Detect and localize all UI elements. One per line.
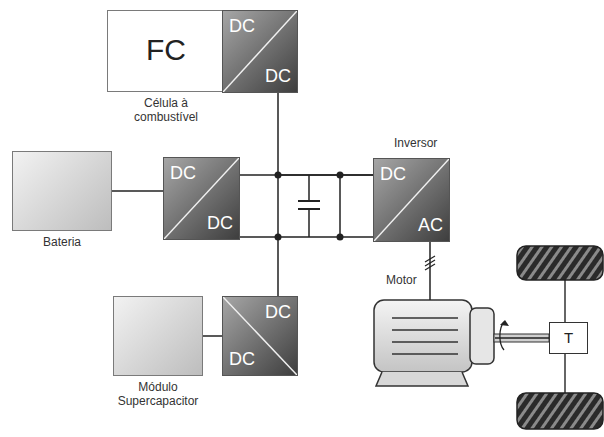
connector-wire bbox=[278, 93, 373, 175]
port-label: DC bbox=[265, 66, 291, 87]
transmission-box: T bbox=[549, 322, 588, 354]
axle bbox=[564, 354, 566, 393]
connector-wire bbox=[203, 335, 222, 337]
port-label: DC bbox=[265, 302, 291, 323]
converter-diagonal bbox=[374, 159, 449, 241]
capacitor-symbol bbox=[298, 200, 320, 202]
motor-endbell bbox=[470, 308, 494, 364]
connector-wire bbox=[495, 338, 549, 339]
wheel bbox=[517, 246, 603, 280]
connector-wire bbox=[495, 337, 549, 339]
converter-diagonal bbox=[223, 297, 297, 375]
motor-body bbox=[374, 300, 472, 372]
box-title: T bbox=[550, 329, 587, 346]
connector-wire bbox=[112, 190, 163, 192]
bus-wire bbox=[339, 175, 341, 237]
motor-figure: Motor bbox=[374, 300, 495, 386]
connector-wire bbox=[278, 237, 373, 296]
bus-wire bbox=[240, 236, 278, 238]
box-caption: Inversor bbox=[394, 137, 437, 151]
wheel bbox=[517, 393, 603, 429]
inverter-box: InversorDCAC bbox=[373, 158, 450, 242]
motor-label: Motor bbox=[386, 274, 417, 288]
connector-wire bbox=[278, 237, 373, 296]
connector-wire bbox=[429, 242, 431, 300]
connector-wire bbox=[240, 175, 373, 176]
fuel-cell-box: FCCélula à combustível bbox=[107, 10, 225, 92]
connector-wire bbox=[240, 174, 373, 176]
supercapacitor-box: Módulo Supercapacitor bbox=[113, 296, 203, 376]
port-label: DC bbox=[380, 164, 406, 185]
motor-fin bbox=[392, 341, 458, 343]
motor-fin bbox=[392, 317, 458, 319]
box-title: FC bbox=[108, 33, 224, 68]
converter-box: DC DC bbox=[222, 10, 298, 93]
box-caption: Módulo Supercapacitor bbox=[112, 381, 204, 409]
capacitor-symbol bbox=[308, 175, 310, 201]
rotation-arrow bbox=[500, 320, 509, 326]
port-label: AC bbox=[418, 215, 443, 236]
motor-shaft bbox=[494, 334, 549, 342]
converter-box: DC DC bbox=[222, 296, 298, 376]
battery-box: Bateria bbox=[12, 151, 112, 231]
motor-fin bbox=[392, 353, 458, 355]
port-label: DC bbox=[170, 163, 196, 184]
rotation-arrow bbox=[500, 322, 504, 350]
connector-wire bbox=[112, 191, 163, 192]
port-label: DC bbox=[207, 213, 233, 234]
connector-wire bbox=[278, 93, 373, 175]
box-caption: Bateria bbox=[43, 236, 81, 250]
bus-wire bbox=[277, 175, 279, 237]
axle bbox=[564, 280, 566, 322]
connector-wire bbox=[203, 336, 222, 337]
box-caption: Célula à combustível bbox=[120, 97, 212, 125]
capacitor-symbol bbox=[308, 209, 310, 237]
converter-diagonal bbox=[164, 158, 239, 239]
converter-diagonal bbox=[223, 11, 297, 92]
port-label: DC bbox=[229, 16, 255, 37]
port-label: DC bbox=[229, 349, 255, 370]
converter-box: DC DC bbox=[163, 157, 240, 240]
connector-wire bbox=[430, 242, 431, 300]
motor-fin bbox=[392, 329, 458, 331]
motor-foot bbox=[376, 372, 468, 386]
